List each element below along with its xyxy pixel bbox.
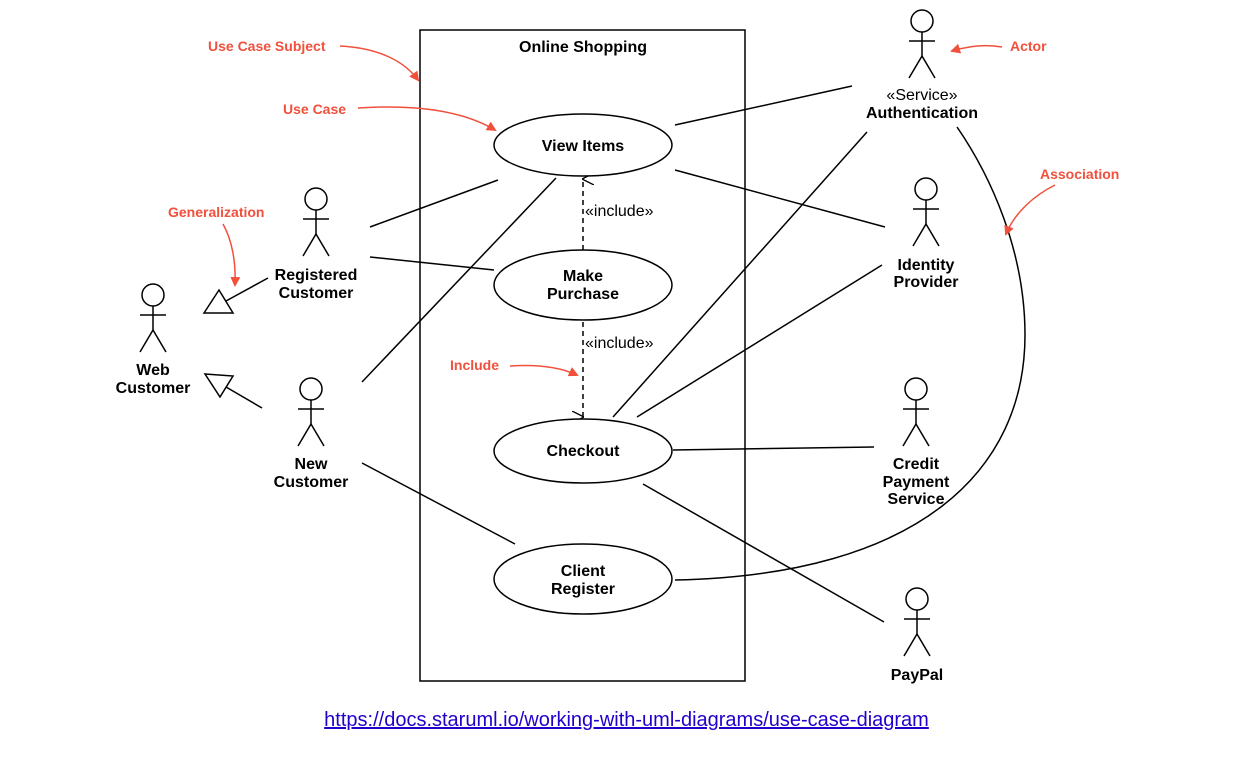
generalization-new-line	[225, 386, 263, 409]
actor-paypal[interactable]: PayPal	[891, 587, 943, 684]
annotation-arrow-subject	[339, 45, 420, 82]
web-customer-label-line1: Web	[136, 362, 170, 379]
annotation-arrow-generalization	[222, 223, 241, 287]
make-purchase-label-line2: Purchase	[547, 286, 619, 303]
registered-customer-label-line1: Registered	[275, 267, 358, 284]
make-purchase-label-line1: Make	[563, 268, 603, 285]
paypal-label: PayPal	[891, 667, 943, 684]
include-dependencies: «include» «include»	[583, 179, 654, 417]
checkout-label: Checkout	[547, 443, 621, 460]
annotation-arrow-actor	[950, 43, 1003, 54]
web-customer-label-line2: Customer	[116, 380, 191, 397]
credit-payment-label-line1: Credit	[893, 456, 940, 473]
actor-credit-payment-service[interactable]: Credit Payment Service	[883, 377, 950, 508]
assoc-checkout-identity	[636, 264, 883, 418]
annotation-use-case: Use Case	[283, 101, 346, 117]
actor-new-customer[interactable]: New Customer	[274, 377, 349, 491]
client-register-label-line2: Register	[551, 581, 615, 598]
assoc-checkout-authentication	[612, 131, 868, 418]
view-items-label: View Items	[542, 138, 625, 155]
assoc-checkout-paypal	[642, 483, 885, 623]
generalization-new-head	[203, 373, 235, 399]
annotation-use-case-subject: Use Case Subject	[208, 38, 326, 54]
annotation-association: Association	[1040, 166, 1119, 182]
assoc-registered-viewitems	[369, 179, 499, 228]
new-customer-label-line1: New	[295, 456, 328, 473]
annotation-arrow-association	[1004, 184, 1056, 236]
identity-provider-label-line1: Identity	[898, 257, 955, 274]
system-boundary: Online Shopping	[419, 29, 746, 682]
annotation-include: Include	[450, 357, 499, 373]
credit-payment-label-line3: Service	[888, 491, 945, 508]
new-customer-label-line2: Customer	[274, 474, 349, 491]
client-register-label-line1: Client	[561, 563, 606, 580]
use-case-view-items[interactable]: View Items	[493, 113, 673, 177]
credit-payment-label-line2: Payment	[883, 474, 950, 491]
actor-identity-provider[interactable]: Identity Provider	[894, 177, 959, 291]
include-label-2: «include»	[585, 335, 654, 352]
annotations: Use Case Subject Use Case Generalization…	[168, 38, 1119, 377]
source-link: https://docs.staruml.io/working-with-uml…	[0, 709, 1253, 732]
source-url-link[interactable]: https://docs.staruml.io/working-with-uml…	[324, 709, 929, 731]
stick-figure-icon	[912, 177, 940, 247]
generalization-registered-head	[202, 288, 235, 314]
assoc-viewitems-identity	[674, 169, 886, 228]
authentication-label: Authentication	[866, 105, 978, 122]
use-case-diagram: Online Shopping «include» «include» View…	[116, 9, 1119, 684]
assoc-registered-makepurchase	[369, 256, 495, 271]
assoc-clientregister-authentication	[674, 126, 1026, 581]
subject-title: Online Shopping	[519, 39, 647, 56]
assoc-checkout-credit	[672, 446, 875, 451]
use-case-client-register[interactable]: Client Register	[493, 543, 673, 615]
generalization-registered-line	[225, 277, 269, 302]
actor-registered-customer[interactable]: Registered Customer	[275, 187, 358, 302]
include-label-1: «include»	[585, 203, 654, 220]
assoc-new-viewitems	[361, 177, 557, 383]
generalization-arrows	[202, 277, 269, 409]
actor-authentication[interactable]: «Service» Authentication	[866, 9, 978, 122]
assoc-new-clientregister	[361, 462, 516, 545]
authentication-stereotype: «Service»	[886, 87, 957, 104]
assoc-viewitems-authentication	[674, 85, 853, 126]
annotation-arrow-use-case	[357, 106, 497, 132]
association-lines	[361, 85, 1026, 623]
stick-figure-icon	[302, 187, 330, 257]
registered-customer-label-line2: Customer	[279, 285, 354, 302]
use-case-make-purchase[interactable]: Make Purchase	[493, 249, 673, 321]
stick-figure-icon	[297, 377, 325, 447]
stick-figure-icon	[139, 283, 167, 353]
annotation-arrow-include	[509, 364, 579, 377]
identity-provider-label-line2: Provider	[894, 274, 959, 291]
actor-web-customer[interactable]: Web Customer	[116, 283, 191, 397]
annotation-actor: Actor	[1010, 38, 1047, 54]
use-case-checkout[interactable]: Checkout	[493, 418, 673, 484]
annotation-generalization: Generalization	[168, 204, 264, 220]
stick-figure-icon	[908, 9, 936, 79]
stick-figure-icon	[903, 587, 931, 657]
stick-figure-icon	[902, 377, 930, 447]
